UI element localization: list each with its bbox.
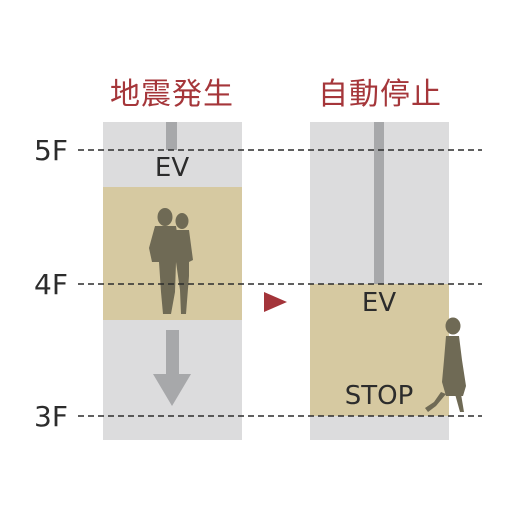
heading-auto-stop: 自動停止 bbox=[318, 77, 442, 112]
right-cable bbox=[374, 122, 384, 284]
left-ev-label: EV bbox=[155, 153, 189, 183]
floor-label-5f: 5F bbox=[34, 134, 68, 167]
right-elevator-car bbox=[310, 284, 449, 416]
heading-earthquake: 地震発生 bbox=[110, 77, 234, 112]
right-triangle-icon bbox=[264, 292, 287, 312]
floor-label-4f: 4F bbox=[34, 268, 68, 301]
walking-woman-icon bbox=[425, 317, 466, 412]
down-arrow-icon bbox=[153, 330, 191, 406]
stop-label: STOP bbox=[345, 381, 414, 411]
floor-label-3f: 3F bbox=[34, 400, 68, 433]
left-cable bbox=[166, 122, 177, 150]
couple-silhouette-icon bbox=[149, 208, 193, 314]
right-ev-label: EV bbox=[362, 288, 396, 318]
